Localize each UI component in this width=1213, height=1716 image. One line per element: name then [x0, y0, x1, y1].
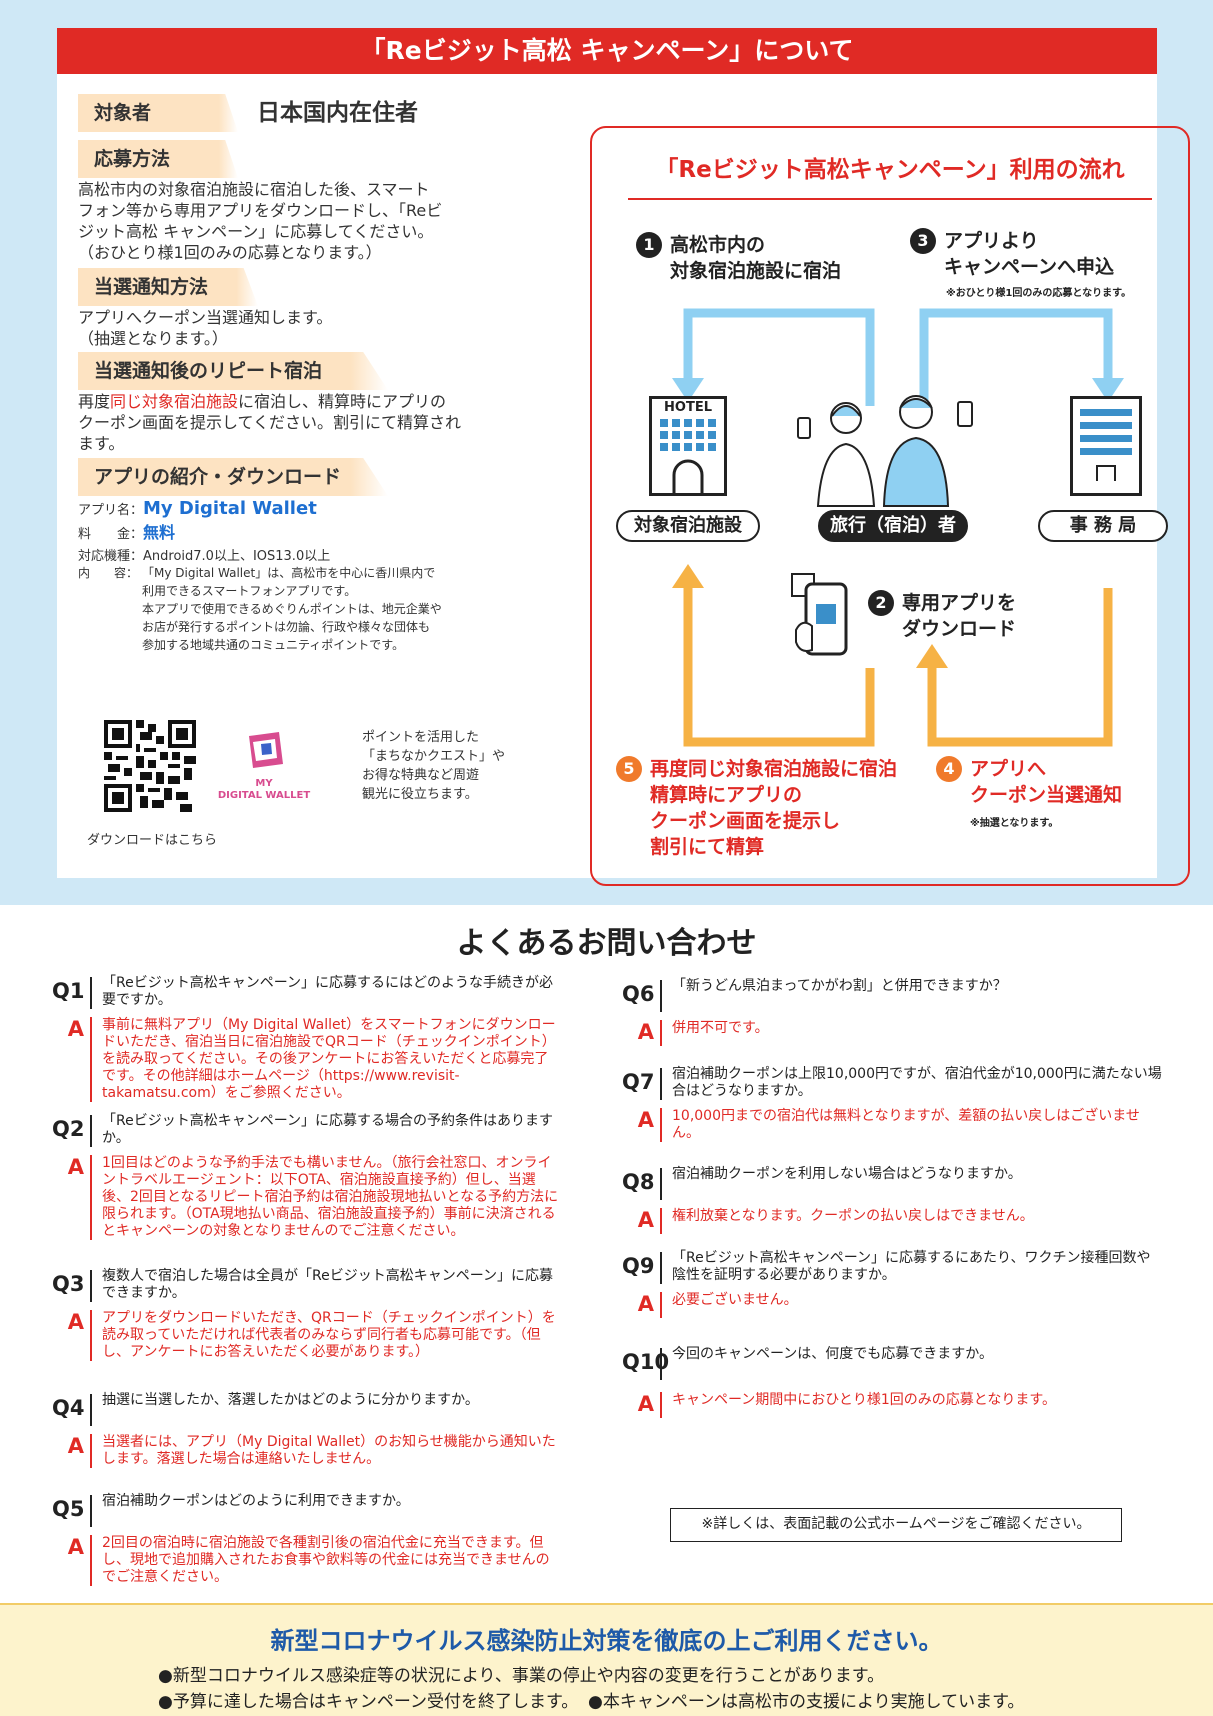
download-here[interactable]: ダウンロードはこちら [87, 833, 218, 848]
bottom-line-2b: ●本キャンペーンは高松市の支援により実施しています。 [588, 1692, 1025, 1712]
campaign-title: 「Reビジット高松 キャンペーン」について [57, 28, 1157, 74]
wallet-logo-icon [249, 732, 283, 768]
faq-note-box: ※詳しくは、表面記載の公式ホームページをご確認ください。 [670, 1508, 1122, 1542]
faq-q9: Q9「Reビジット高松キャンペーン」に応募するにあたり、ワクチン接種回数や陰性を… [622, 1250, 1151, 1318]
campaign-info-card: 「Reビジット高松 キャンペーン」について 対象者 日本国内在住者 応募方法 高… [57, 28, 1190, 886]
repeat-text: 再度同じ対象宿泊施設に宿泊し、精算時にアプリの クーポン画面を提示してください。… [78, 392, 462, 453]
target-value: 日本国内在住者 [257, 100, 418, 126]
app-label: アプリの紹介・ダウンロード [78, 458, 388, 496]
app-desc-key: 内 容： [78, 566, 139, 580]
point-text: ポイントを活用した 「まちなかクエスト」や お得な特典など周遊 観光に役立ちます… [362, 730, 506, 802]
faq-q1: Q1「Reビジット高松キャンペーン」に応募するにはどのような手続きが必要ですか。… [52, 975, 556, 1102]
apply-text: 高松市内の対象宿泊施設に宿泊した後、スマート フォン等から専用アプリをダウンロー… [78, 180, 443, 262]
target-label: 対象者 [78, 94, 238, 132]
notice-text: アプリへクーポン当選通知します。 （抽選となります。） [78, 308, 333, 348]
repeat-label: 当選通知後のリピート宿泊 [78, 352, 388, 390]
app-desc: 「My Digital Wallet」は、高松市を中心に香川県内で 利用できるス… [142, 566, 442, 652]
travelers-icon [797, 395, 973, 507]
qr-code[interactable] [104, 720, 196, 812]
flow-title: 「Reビジット高松キャンペーン」利用の流れ [655, 157, 1125, 183]
bottom-title: 新型コロナウイルス感染防止対策を徹底の上ご利用ください。 [270, 1627, 943, 1655]
step-3-note: ※おひとり様1回のみの応募となります。 [946, 288, 1132, 299]
bottom-line-1: ●新型コロナウイルス感染症等の状況により、事業の停止や内容の変更を行うことがあり… [158, 1666, 885, 1686]
flow-arrows [672, 308, 1124, 747]
pill-traveler: 旅行（宿泊）者 [818, 510, 968, 542]
digital-wallet-logo: MY DIGITAL WALLET [209, 728, 319, 818]
app-info: アプリ名：My Digital Wallet 料 金：無料 対応機種：Andro… [78, 498, 331, 564]
notice-label: 当選通知方法 [78, 268, 258, 306]
bottom-line-2a: ●予算に達した場合はキャンペーン受付を終了します。 [158, 1692, 579, 1712]
pill-facility: 対象宿泊施設 [616, 510, 760, 542]
faq-title: よくあるお問い合わせ [456, 926, 757, 961]
office-icon [1070, 396, 1142, 496]
flow-divider [628, 198, 1152, 200]
hotel-icon: HOTEL [649, 396, 727, 496]
hotel-windows [660, 419, 716, 493]
step-4-note: ※抽選となります。 [970, 818, 1059, 829]
smartphone-icon [791, 573, 848, 656]
apply-label: 応募方法 [78, 140, 238, 178]
pill-office: 事 務 局 [1038, 510, 1168, 542]
bottom-banner: 新型コロナウイルス感染防止対策を徹底の上ご利用ください。 ●新型コロナウイルス感… [0, 1603, 1213, 1716]
